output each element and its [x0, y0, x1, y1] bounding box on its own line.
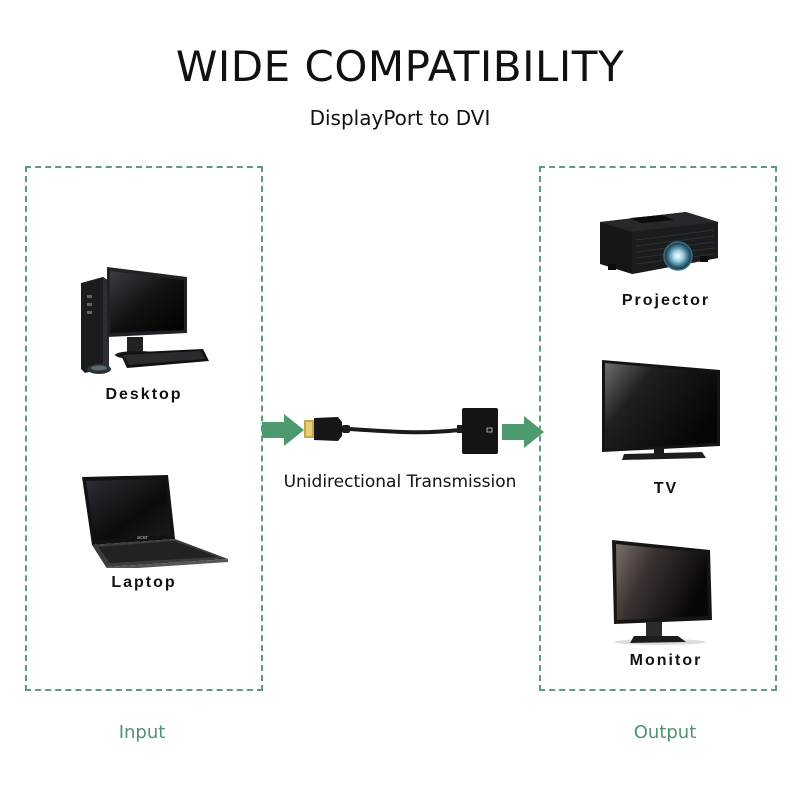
laptop-icon: acer	[82, 475, 228, 568]
monitor-icon	[612, 540, 712, 645]
displayport-to-dvi-adapter-icon	[304, 408, 498, 454]
transmission-caption: Unidirectional Transmission	[283, 472, 517, 492]
device-label-desktop: Desktop	[105, 386, 183, 403]
device-label-tv: TV	[653, 480, 679, 497]
projector-icon	[600, 212, 718, 274]
input-arrow-icon	[262, 414, 304, 446]
input-section-label: Input	[118, 722, 166, 743]
desktop-computer-icon	[81, 267, 209, 374]
output-arrow-icon	[502, 416, 544, 448]
device-label-monitor: Monitor	[629, 652, 703, 669]
page-title: WIDE COMPATIBILITY	[175, 42, 625, 91]
tv-icon	[602, 360, 720, 460]
device-label-projector: Projector	[621, 292, 711, 309]
svg-text:acer: acer	[137, 535, 149, 541]
input-devices-box	[25, 166, 263, 691]
device-label-laptop: Laptop	[111, 574, 177, 591]
output-devices-box	[539, 166, 777, 691]
page-subtitle: DisplayPort to DVI	[309, 106, 491, 130]
output-section-label: Output	[633, 722, 697, 743]
